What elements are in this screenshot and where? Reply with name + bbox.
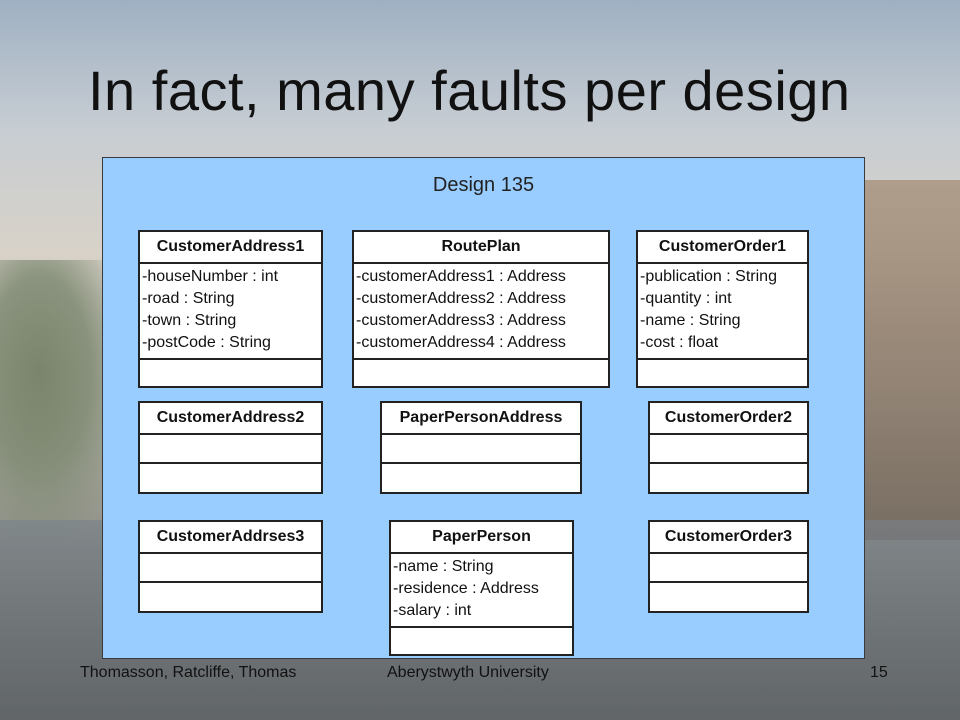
uml-attribute: -publication : String	[640, 268, 777, 285]
uml-attribute: -customerAddress4 : Address	[356, 334, 566, 351]
uml-class-paperperson: PaperPerson -name : String -residence : …	[389, 520, 574, 656]
uml-class-attributes: -houseNumber : int -road : String -town …	[140, 264, 321, 360]
uml-attribute: -customerAddress2 : Address	[356, 290, 566, 307]
uml-class-name: PaperPersonAddress	[382, 403, 580, 435]
uml-class-customeraddress2: CustomerAddress2	[138, 401, 323, 494]
uml-class-routeplan: RoutePlan -customerAddress1 : Address -c…	[352, 230, 610, 388]
uml-class-name: RoutePlan	[354, 232, 608, 264]
uml-class-name: CustomerOrder2	[650, 403, 807, 435]
background-building	[865, 180, 960, 540]
uml-attribute: -houseNumber : int	[142, 268, 279, 285]
uml-class-customerorder3: CustomerOrder3	[648, 520, 809, 613]
uml-class-attributes: -name : String -residence : Address -sal…	[391, 554, 572, 628]
uml-class-customeraddress1: CustomerAddress1 -houseNumber : int -roa…	[138, 230, 323, 388]
uml-attribute: -postCode : String	[142, 334, 271, 351]
uml-class-attributes	[382, 435, 580, 464]
uml-class-customerorder2: CustomerOrder2	[648, 401, 809, 494]
slide-number: 15	[870, 664, 888, 681]
uml-attribute: -quantity : int	[640, 290, 732, 307]
uml-class-name: PaperPerson	[391, 522, 572, 554]
uml-class-attributes	[140, 554, 321, 583]
uml-diagram-panel: Design 135 CustomerAddress1 -houseNumber…	[102, 157, 865, 659]
uml-attribute: -name : String	[640, 312, 741, 329]
uml-class-name: CustomerAddress1	[140, 232, 321, 264]
uml-class-customeraddrses3: CustomerAddrses3	[138, 520, 323, 613]
uml-class-attributes: -publication : String -quantity : int -n…	[638, 264, 807, 360]
uml-class-customerorder1: CustomerOrder1 -publication : String -qu…	[636, 230, 809, 388]
uml-attribute: -salary : int	[393, 602, 472, 619]
uml-attribute: -cost : float	[640, 334, 719, 351]
uml-attribute: -town : String	[142, 312, 237, 329]
uml-attribute: -residence : Address	[393, 580, 539, 597]
uml-attribute: -customerAddress1 : Address	[356, 268, 566, 285]
footer-institution: Aberystwyth University	[387, 664, 549, 681]
uml-class-attributes	[140, 435, 321, 464]
uml-attribute: -customerAddress3 : Address	[356, 312, 566, 329]
footer-authors: Thomasson, Ratcliffe, Thomas	[80, 664, 297, 681]
uml-class-name: CustomerOrder3	[650, 522, 807, 554]
uml-class-paperpersonaddress: PaperPersonAddress	[380, 401, 582, 494]
diagram-title: Design 135	[432, 174, 535, 196]
uml-class-name: CustomerAddrses3	[140, 522, 321, 554]
uml-class-name: CustomerAddress2	[140, 403, 321, 435]
uml-attribute: -road : String	[142, 290, 235, 307]
slide-title: In fact, many faults per design	[88, 59, 851, 122]
uml-class-name: CustomerOrder1	[638, 232, 807, 264]
uml-attribute: -name : String	[393, 558, 494, 575]
uml-class-attributes	[650, 554, 807, 583]
uml-class-attributes	[650, 435, 807, 464]
uml-class-attributes: -customerAddress1 : Address -customerAdd…	[354, 264, 608, 360]
